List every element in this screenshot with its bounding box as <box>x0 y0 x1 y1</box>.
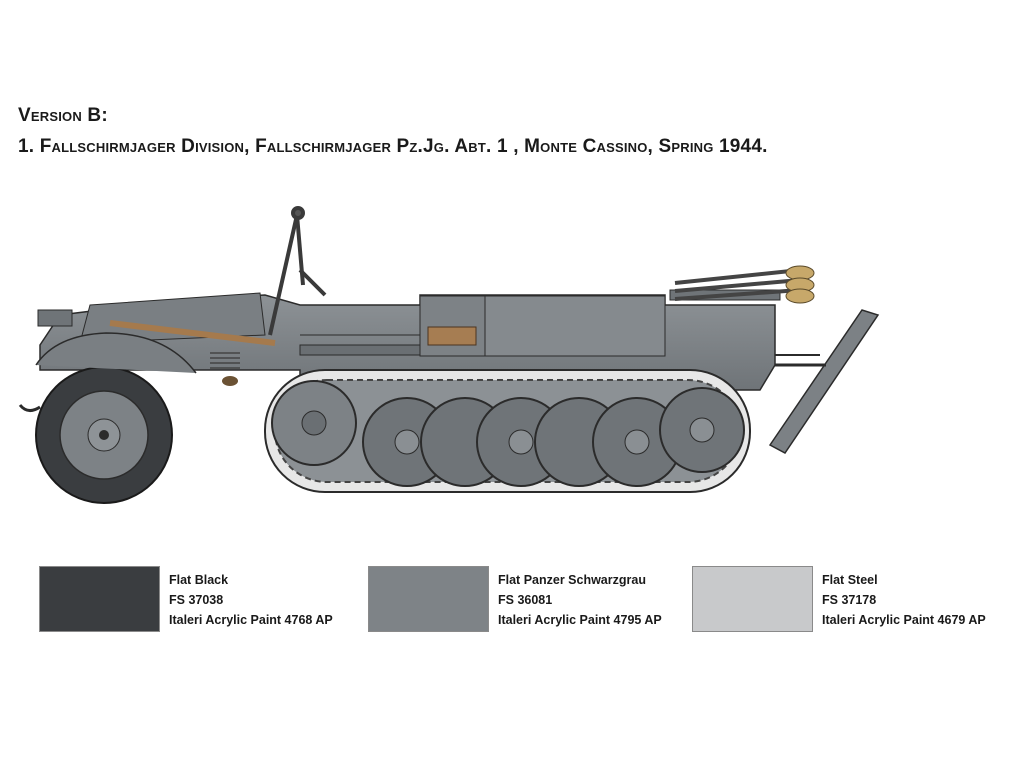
unit-description: 1. Fallschirmjager Division, Fallschirmj… <box>18 136 768 157</box>
halftrack-illustration <box>18 206 880 504</box>
gun-rack <box>669 265 815 304</box>
windscreen <box>268 206 327 336</box>
hull <box>18 292 776 412</box>
legend-panzer-schwarzgrau: Flat Panzer Schwarzgrau FS 36081 Italeri… <box>498 570 662 630</box>
front-wheel <box>35 332 197 504</box>
paint-product: Italeri Acrylic Paint 4795 AP <box>498 613 662 627</box>
paint-name: Flat Black <box>169 573 229 587</box>
swatch-flat-steel <box>692 566 813 632</box>
paint-product: Italeri Acrylic Paint 4768 AP <box>169 613 333 627</box>
paint-product: Italeri Acrylic Paint 4679 AP <box>822 613 986 627</box>
legend-flat-steel: Flat Steel FS 37178 Italeri Acrylic Pain… <box>822 570 986 630</box>
rear-blade <box>768 309 880 454</box>
paint-fs-code: FS 36081 <box>498 593 553 607</box>
swatch-flat-black <box>39 566 160 632</box>
paint-name: Flat Steel <box>822 573 878 587</box>
track-assembly <box>264 369 751 493</box>
swatch-panzer-schwarzgrau <box>368 566 489 632</box>
paint-name: Flat Panzer Schwarzgrau <box>498 573 646 587</box>
version-title: Version B: <box>18 105 108 126</box>
paint-fs-code: FS 37038 <box>169 593 224 607</box>
paint-fs-code: FS 37178 <box>822 593 877 607</box>
legend-flat-black: Flat Black FS 37038 Italeri Acrylic Pain… <box>169 570 333 630</box>
